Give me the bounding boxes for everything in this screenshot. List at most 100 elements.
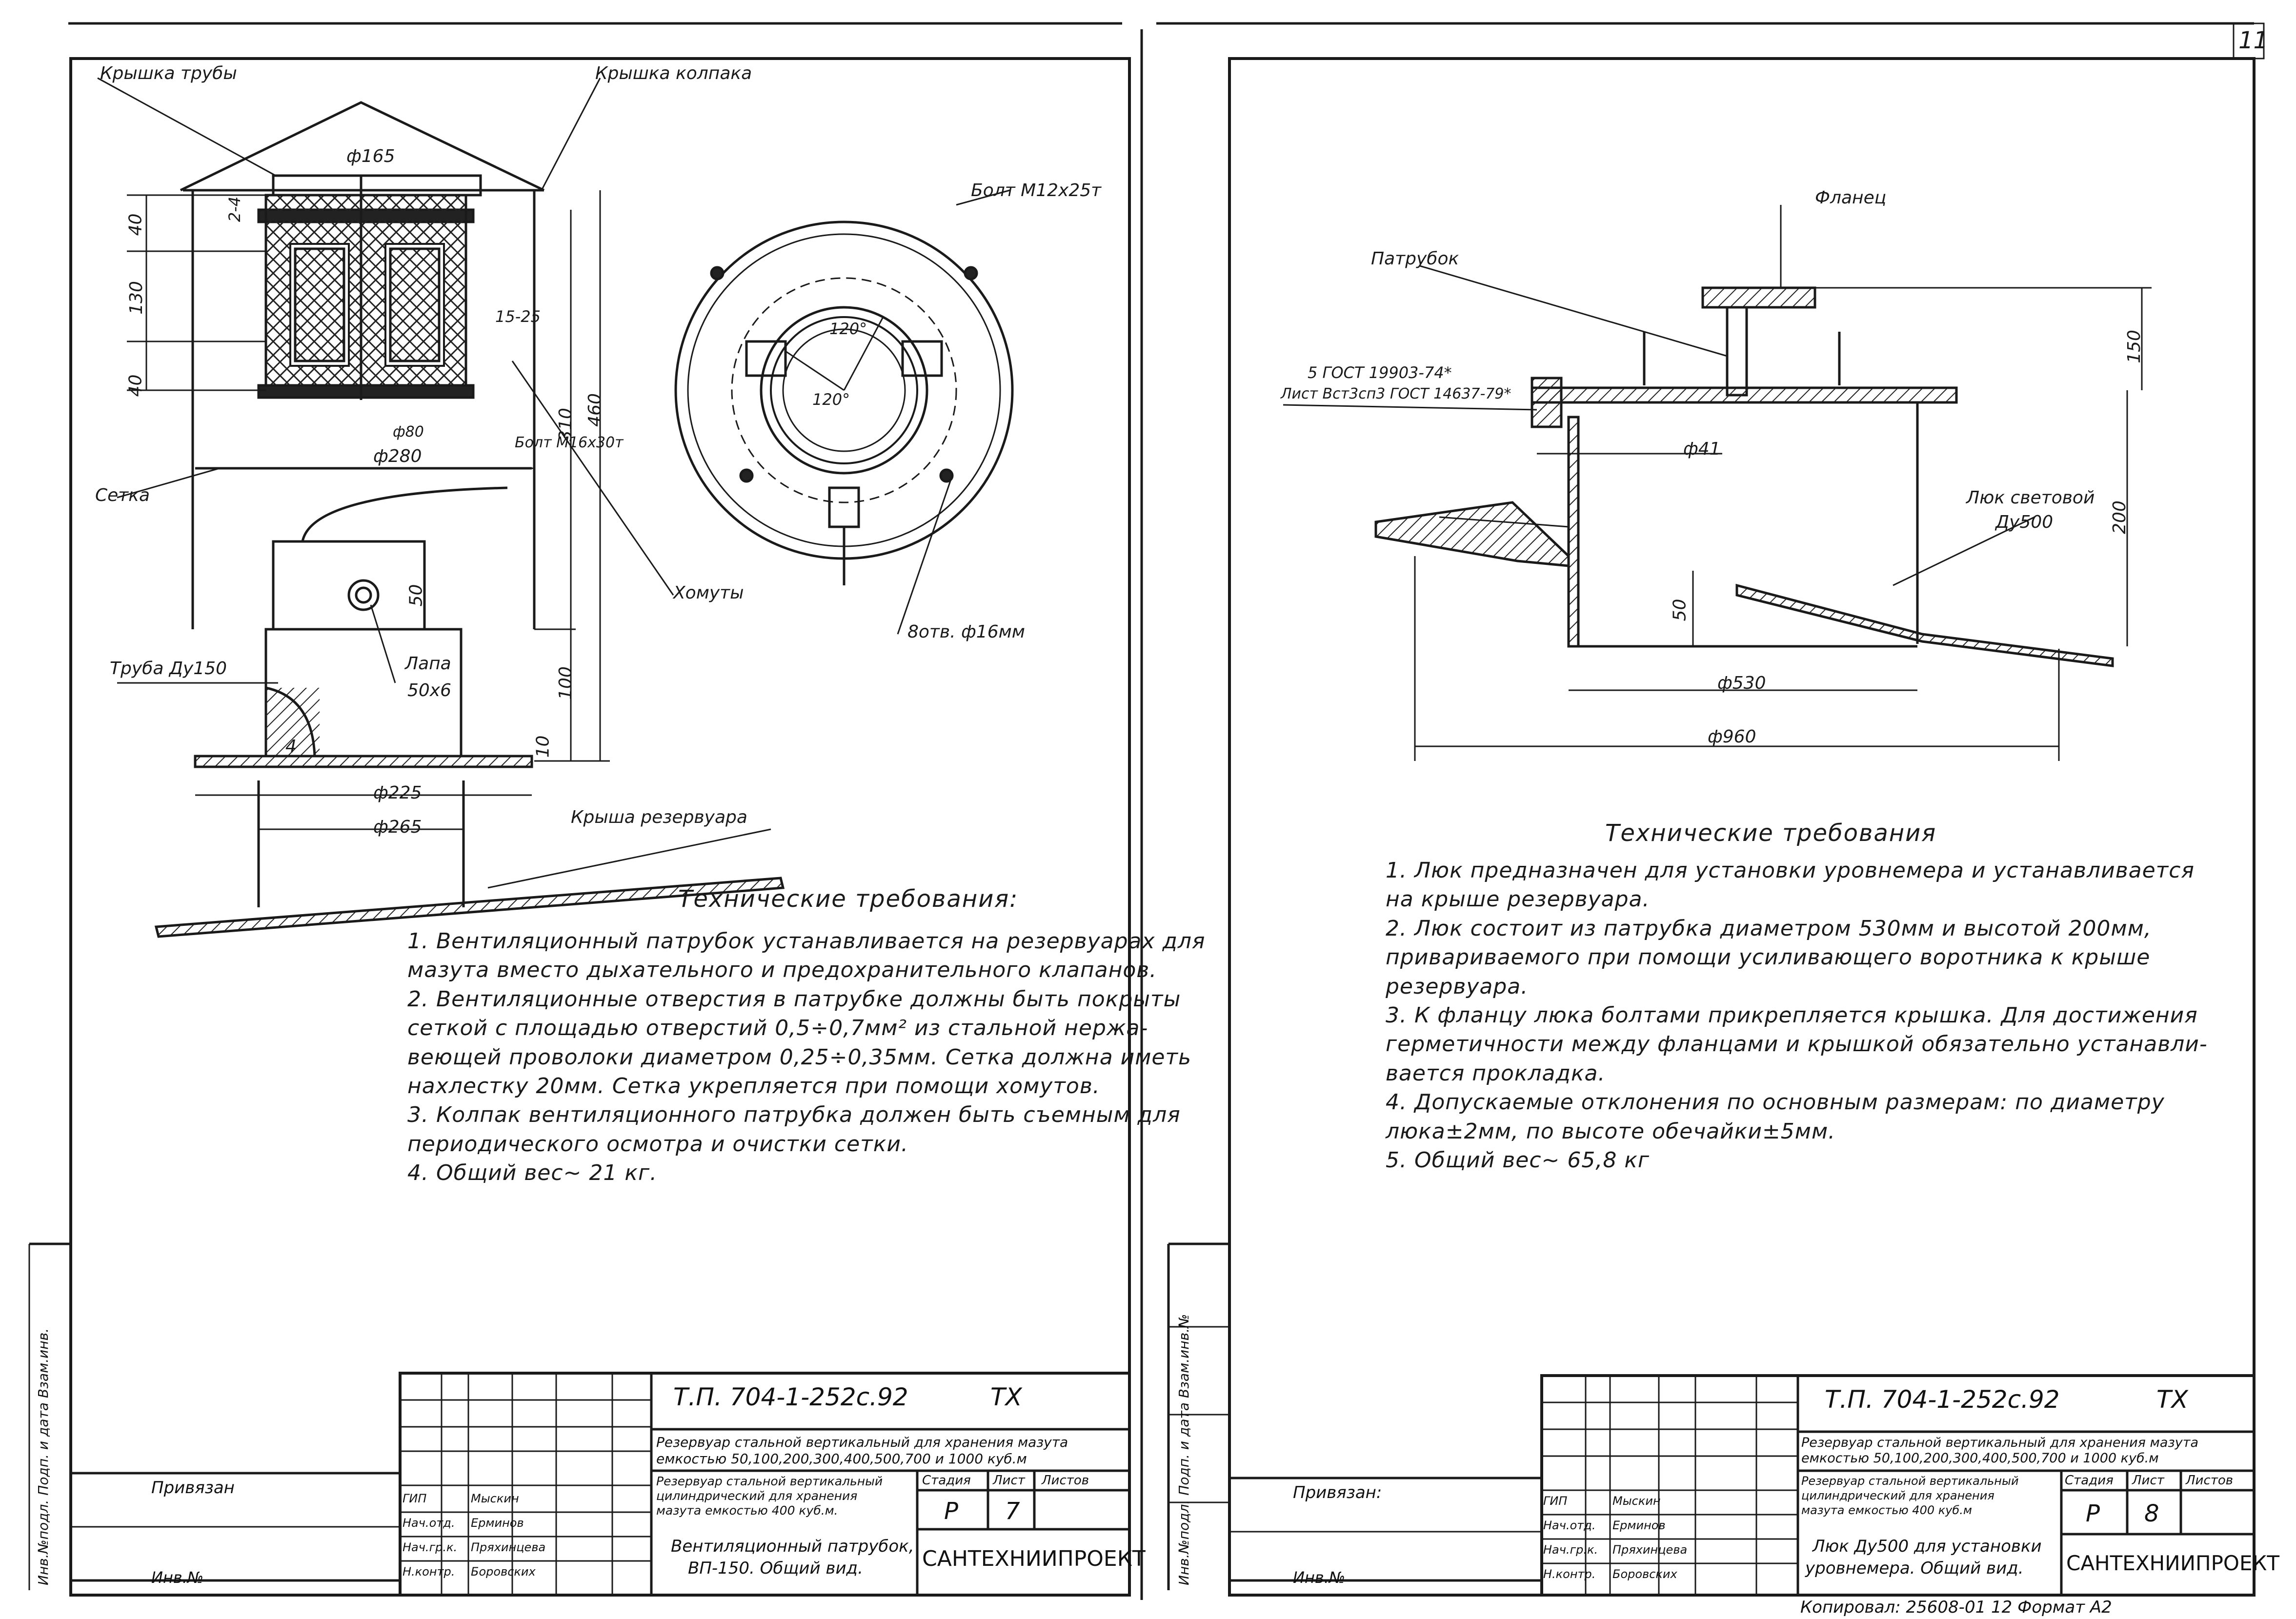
- right-tb-role: ГИП: [1543, 1494, 1568, 1508]
- left-side-stamp: Инв.№подл. Подп. и дата Взам.инв.: [35, 1328, 51, 1585]
- left-req-line: 3. Колпак вентиляционного патрубка долже…: [407, 1102, 1181, 1128]
- left-tb-stage-header: Стадия: [922, 1473, 971, 1488]
- left-requirements-list: 1. Вентиляционный патрубок устанавливает…: [407, 927, 1206, 1188]
- left-tb-name: Боровских: [471, 1565, 536, 1579]
- footer-copy: Копировал: 25608-01 12 Формат А2: [1800, 1598, 2112, 1617]
- dim-d41: ф41: [1683, 439, 1721, 459]
- right-req-line: люка±2мм, по высоте обечайки±5мм.: [1386, 1119, 1836, 1144]
- dim-d225: ф225: [373, 783, 422, 803]
- left-tb-drawing-2: ВП-150. Общий вид.: [688, 1559, 863, 1578]
- dim-d165: ф165: [346, 146, 395, 166]
- label-nozzle: Патрубок: [1371, 249, 1459, 269]
- left-tb-org: САНТЕХНИИПРОЕКТ: [922, 1546, 1146, 1571]
- left-req-line: нахлестку 20мм. Сетка укрепляется при по…: [407, 1073, 1100, 1099]
- right-side-stamp: Инв.№подл. Подп. и дата Взам.инв.№: [1176, 1314, 1192, 1585]
- right-tb-name: Пряхинцева: [1612, 1543, 1688, 1557]
- left-tb-sheet-header: Лист: [993, 1473, 1025, 1488]
- dim-d80: ф80: [393, 423, 424, 440]
- left-tb-name: Ерминов: [471, 1516, 524, 1530]
- right-req-line: 1. Люк предназначен для установки уровне…: [1386, 858, 2195, 883]
- left-tb-project: Резервуар стальной вертикальный для хран…: [656, 1434, 1068, 1467]
- dim-a120b: 120°: [812, 390, 850, 409]
- left-tb-inv: Инв.№: [151, 1568, 204, 1587]
- right-req-line: герметичности между фланцами и крышкой о…: [1386, 1032, 2208, 1057]
- left-requirements-title: Технические требования:: [678, 885, 1019, 913]
- right-tb-name: Боровских: [1612, 1567, 1677, 1581]
- left-req-line: мазута вместо дыхательного и предохранит…: [407, 958, 1157, 983]
- dim-h310: 310: [555, 408, 576, 441]
- label-hatch-size: Ду500: [1995, 512, 2054, 532]
- left-tb-role: ГИП: [403, 1492, 427, 1505]
- right-tb-drawing-1: Люк Ду500 для установки: [1813, 1537, 2042, 1556]
- right-tb-sheet-title-1: Резервуар стальной вертикальный: [1801, 1474, 2019, 1488]
- dim-h4: 4: [285, 737, 297, 757]
- left-tb-bound: Привязан: [151, 1478, 235, 1498]
- label-lug-size: 50х6: [407, 680, 452, 700]
- dim-h40a: 40: [125, 213, 146, 236]
- label-mesh: Сетка: [95, 485, 150, 505]
- right-tb-mark: ТХ: [2156, 1385, 2188, 1414]
- right-req-line: вается прокладка.: [1386, 1060, 1606, 1086]
- right-req-line: 4. Допускаемые отклонения по основным ра…: [1386, 1090, 2165, 1115]
- left-tb-name: Мыскин: [471, 1492, 519, 1505]
- dim-h460: 460: [584, 393, 605, 427]
- dim-h130: 130: [126, 281, 146, 315]
- dim-d265: ф265: [373, 817, 422, 837]
- left-tb-drawing-1: Вентиляционный патрубок,: [671, 1537, 914, 1556]
- right-tb-role: Нач.отд.: [1543, 1519, 1596, 1532]
- label-flange: Фланец: [1815, 188, 1887, 208]
- right-tb-name: Мыскин: [1612, 1494, 1661, 1508]
- left-tb-code: Т.П. 704-1-252с.92: [673, 1383, 908, 1411]
- right-tb-name: Ерминов: [1612, 1519, 1666, 1532]
- label-bolt-m16: Болт М16х30т: [515, 434, 624, 451]
- left-req-line: 4. Общий вес~ 21 кг.: [407, 1160, 658, 1186]
- left-tb-sheet-title-1: Резервуар стальной вертикальный: [656, 1474, 883, 1488]
- right-requirements-list: 1. Люк предназначен для установки уровне…: [1386, 856, 2208, 1175]
- left-req-line: сеткой с площадью отверстий 0,5÷0,7мм² и…: [407, 1016, 1148, 1041]
- left-tb-stage: Р: [944, 1498, 958, 1525]
- right-tb-sheet-title-3: мазута емкостью 400 куб.м: [1801, 1503, 1972, 1517]
- right-tb-project: Резервуар стальной вертикальный для хран…: [1801, 1435, 2199, 1466]
- right-tb-sheet-header: Лист: [2132, 1473, 2164, 1488]
- right-tb-stage-header: Стадия: [2065, 1473, 2114, 1488]
- dim-a120a: 120°: [829, 320, 867, 338]
- left-tb-sheet-title-3: мазута емкостью 400 куб.м.: [656, 1503, 838, 1518]
- label-hatch: Люк световой: [1966, 488, 2095, 508]
- right-tb-sheet: 8: [2144, 1500, 2159, 1527]
- right-tb-stage: Р: [2086, 1500, 2100, 1527]
- dim-h200: 200: [2109, 500, 2130, 534]
- right-req-line: на крыше резервуара.: [1386, 887, 1650, 912]
- label-clamps: Хомуты: [673, 583, 744, 603]
- label-cap-cover: Крышка колпака: [595, 63, 752, 83]
- right-tb-org: САНТЕХНИИПРОЕКТ: [2066, 1551, 2280, 1575]
- dim-h100: 100: [555, 666, 576, 700]
- label-roof: Крыша резервуара: [571, 807, 747, 827]
- left-tb-role: Нач.гр.к.: [403, 1540, 458, 1554]
- page-number: 11: [2238, 27, 2269, 54]
- left-tb-role: Нач.отд.: [403, 1516, 455, 1530]
- right-req-line: 5. Общий вес~ 65,8 кг: [1386, 1147, 1650, 1173]
- left-req-line: периодического осмотра и очистки сетки.: [407, 1131, 908, 1157]
- label-lug: Лапа: [405, 654, 451, 674]
- right-requirements-title: Технические требования: [1605, 819, 1937, 847]
- right-tb-sheet-title-2: цилиндрический для хранения: [1801, 1489, 1994, 1502]
- label-pipe-cover: Крышка трубы: [100, 63, 237, 83]
- dim-d960: ф960: [1708, 727, 1756, 747]
- right-tb-role: Н.контр.: [1543, 1567, 1596, 1581]
- dim-d530: ф530: [1717, 673, 1766, 693]
- left-tb-sheet-title-2: цилиндрический для хранения: [656, 1489, 858, 1503]
- dim-r15-25: 15-25: [495, 307, 541, 326]
- left-tb-sheets-header: Листов: [1042, 1473, 1089, 1488]
- dim-h10: 10: [533, 735, 553, 758]
- right-req-line: 2. Люк состоит из патрубка диаметром 530…: [1386, 916, 2152, 941]
- right-req-line: 3. К фланцу люка болтами прикрепляется к…: [1386, 1002, 2198, 1028]
- label-holes: 8отв. ф16мм: [907, 622, 1025, 642]
- dim-h50: 50: [1670, 599, 1690, 621]
- right-tb-code: Т.П. 704-1-252с.92: [1825, 1385, 2060, 1414]
- left-tb-name: Пряхинцева: [471, 1540, 546, 1554]
- left-req-line: 1. Вентиляционный патрубок устанавливает…: [407, 929, 1206, 954]
- label-pipe: Труба Ду150: [110, 659, 227, 679]
- right-tb-sheets-header: Листов: [2186, 1473, 2234, 1488]
- left-tb-mark: ТХ: [990, 1383, 1022, 1411]
